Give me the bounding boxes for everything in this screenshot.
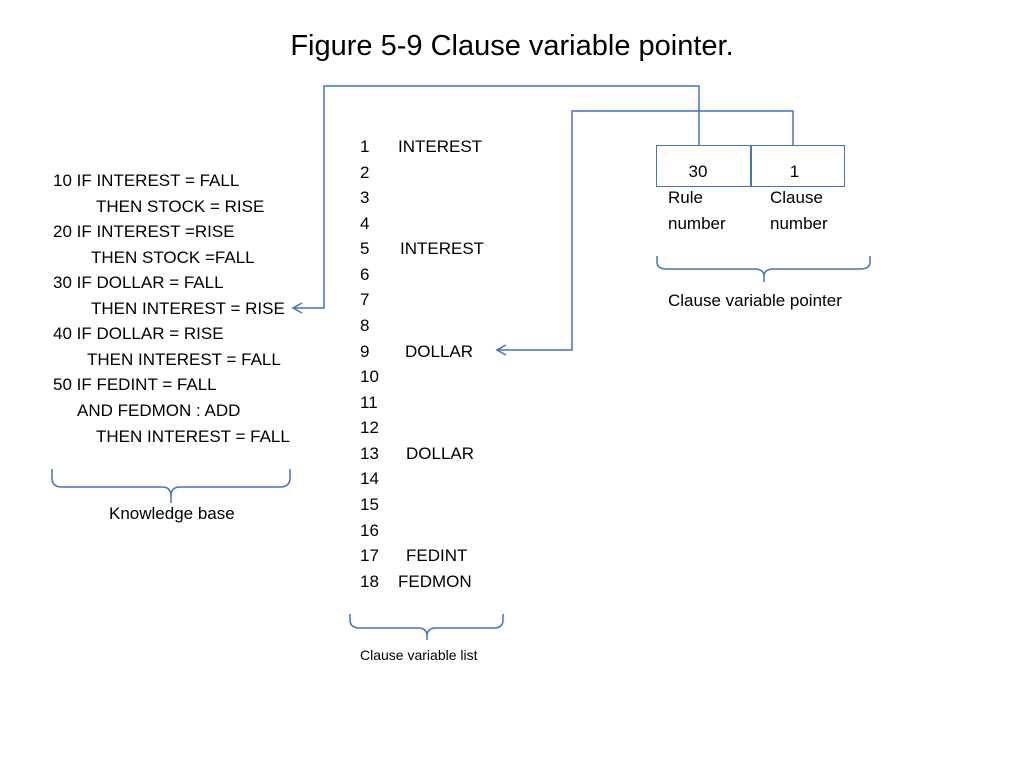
clause-variable: FEDINT — [406, 546, 468, 565]
clause-number-label: Clause — [770, 188, 823, 207]
clause-number: 1 — [360, 137, 370, 156]
kb-rule-line: 40 IF DOLLAR = RISE — [53, 324, 224, 343]
rule-pointer-connector — [293, 85, 700, 309]
rule-number-cell: 30 — [656, 145, 752, 187]
clause-number: 17 — [360, 546, 379, 565]
clause-number: 5 — [360, 239, 370, 258]
knowledge-base-brace — [51, 469, 291, 503]
clause-number-value: 1 — [789, 162, 800, 181]
clause-variable-list-brace — [349, 614, 504, 640]
kb-rule-line: 10 IF INTEREST = FALL — [53, 171, 240, 190]
clause-number: 11 — [360, 393, 378, 412]
clause-number-label: number — [770, 214, 828, 233]
clause-number: 14 — [360, 469, 379, 488]
kb-rule-line: 20 IF INTEREST =RISE — [53, 222, 235, 241]
clause-number: 10 — [360, 367, 379, 386]
clause-number-cell: 1 — [750, 145, 845, 187]
clause-pointer-arrowhead — [495, 344, 507, 356]
clause-number: 8 — [360, 316, 370, 335]
clause-number: 16 — [360, 521, 379, 540]
clause-variable-pointer-caption: Clause variable pointer — [668, 291, 842, 310]
clause-number: 9 — [360, 342, 370, 361]
clause-number: 13 — [360, 444, 379, 463]
figure-title: Figure 5-9 Clause variable pointer. — [290, 30, 734, 62]
clause-number: 6 — [360, 265, 370, 284]
clause-number: 2 — [360, 163, 370, 182]
clause-variable: FEDMON — [398, 572, 472, 591]
clause-variable-pointer-brace — [656, 256, 871, 282]
clause-number: 12 — [360, 418, 379, 437]
clause-variable: DOLLAR — [405, 342, 474, 361]
clause-number: 18 — [360, 572, 379, 591]
clause-number: 3 — [360, 188, 370, 207]
kb-rule-line: THEN STOCK = RISE — [96, 197, 265, 216]
clause-variable-list-caption: Clause variable list — [360, 647, 478, 663]
kb-rule-line: THEN INTEREST = RISE — [91, 299, 285, 318]
rule-number-label: number — [668, 214, 726, 233]
clause-number: 7 — [360, 290, 370, 309]
kb-rule-line: THEN STOCK =FALL — [91, 248, 255, 267]
clause-variable: INTEREST — [400, 239, 485, 258]
clause-variable: INTEREST — [398, 137, 483, 156]
clause-number: 4 — [360, 214, 370, 233]
rule-number-value: 30 — [688, 162, 708, 181]
kb-rule-line: 50 IF FEDINT = FALL — [53, 375, 217, 394]
rule-pointer-arrowhead — [291, 302, 303, 314]
kb-rule-line: 30 IF DOLLAR = FALL — [53, 273, 224, 292]
kb-rule-line: AND FEDMON : ADD — [77, 401, 241, 420]
knowledge-base-caption: Knowledge base — [109, 504, 235, 523]
clause-number: 15 — [360, 495, 379, 514]
kb-rule-line: THEN INTEREST = FALL — [96, 427, 290, 446]
kb-rule-line: THEN INTEREST = FALL — [87, 350, 281, 369]
clause-pointer-connector — [497, 110, 794, 351]
rule-number-label: Rule — [668, 188, 703, 207]
clause-variable: DOLLAR — [406, 444, 475, 463]
